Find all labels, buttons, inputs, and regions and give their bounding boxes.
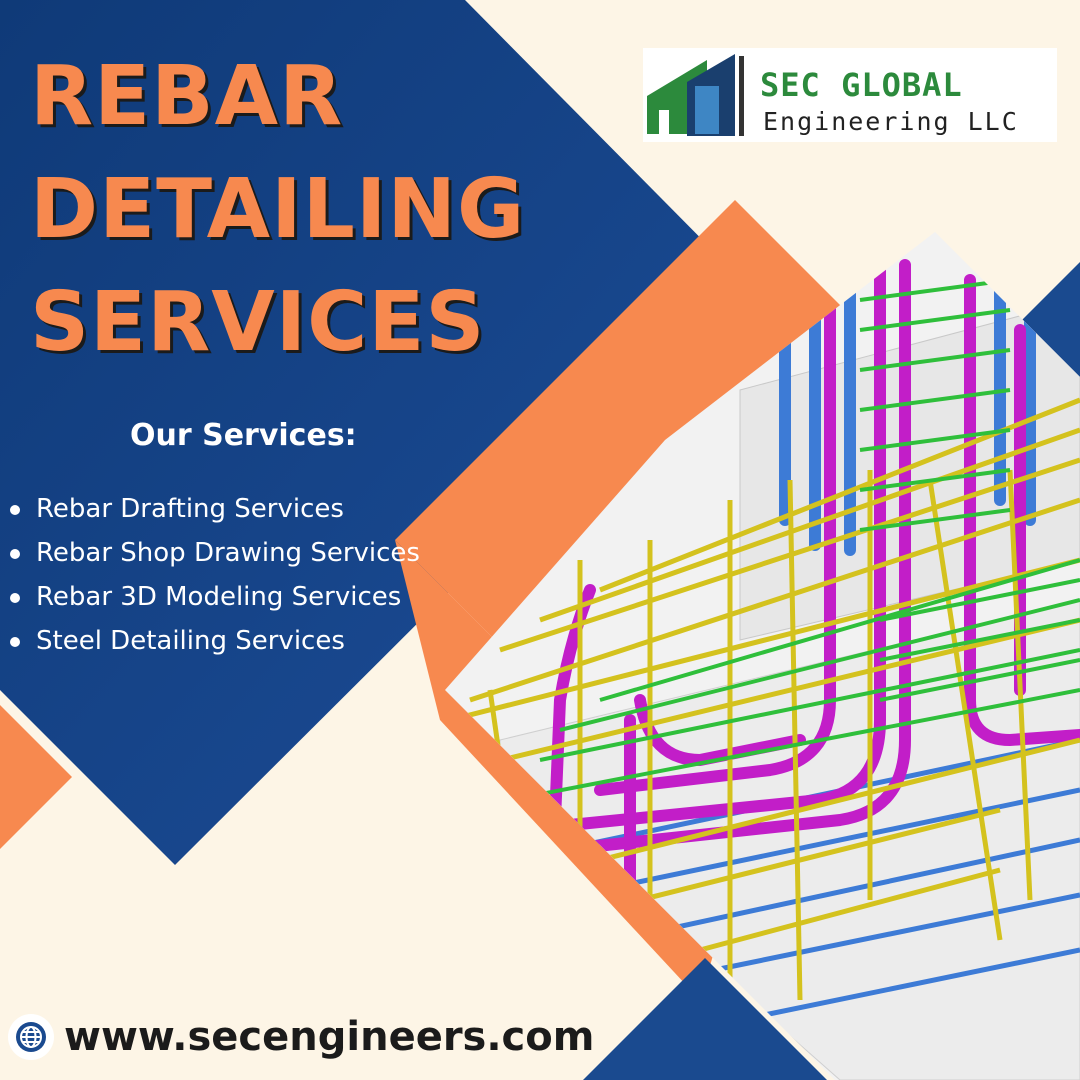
headline-line-3: SERVICES [30, 275, 486, 370]
service-label: Steel Detailing Services [36, 626, 345, 656]
bullet-icon [10, 548, 20, 559]
list-item: Rebar Shop Drawing Services [8, 531, 420, 575]
navy-bottom-triangle [583, 958, 827, 1080]
website-url[interactable]: www.secengineers.com [64, 1014, 595, 1060]
logo-mark-icon [647, 54, 744, 136]
navy-panel [0, 0, 752, 865]
logo-subtitle: Engineering LLC [763, 107, 1019, 136]
website-link[interactable]: www.secengineers.com [8, 1014, 594, 1060]
list-item: Steel Detailing Services [8, 619, 420, 663]
list-item: Rebar 3D Modeling Services [8, 575, 420, 619]
services-list: Rebar Drafting Services Rebar Shop Drawi… [8, 487, 420, 663]
bullet-icon [10, 504, 20, 515]
service-label: Rebar Drafting Services [36, 494, 344, 524]
bullet-icon [10, 592, 20, 603]
logo-name: SEC GLOBAL [760, 66, 963, 104]
headline-line-1: REBAR [30, 49, 344, 144]
globe-icon [8, 1014, 54, 1060]
service-label: Rebar 3D Modeling Services [36, 582, 402, 612]
service-label: Rebar Shop Drawing Services [36, 538, 420, 568]
orange-left-triangle [0, 705, 72, 849]
services-title: Our Services: [130, 418, 357, 453]
list-item: Rebar Drafting Services [8, 487, 420, 531]
bullet-icon [10, 636, 20, 647]
company-logo: SEC GLOBAL Engineering LLC [643, 48, 1057, 142]
headline: REBAR DETAILING SERVICES [30, 40, 525, 379]
headline-line-2: DETAILING [30, 162, 526, 257]
